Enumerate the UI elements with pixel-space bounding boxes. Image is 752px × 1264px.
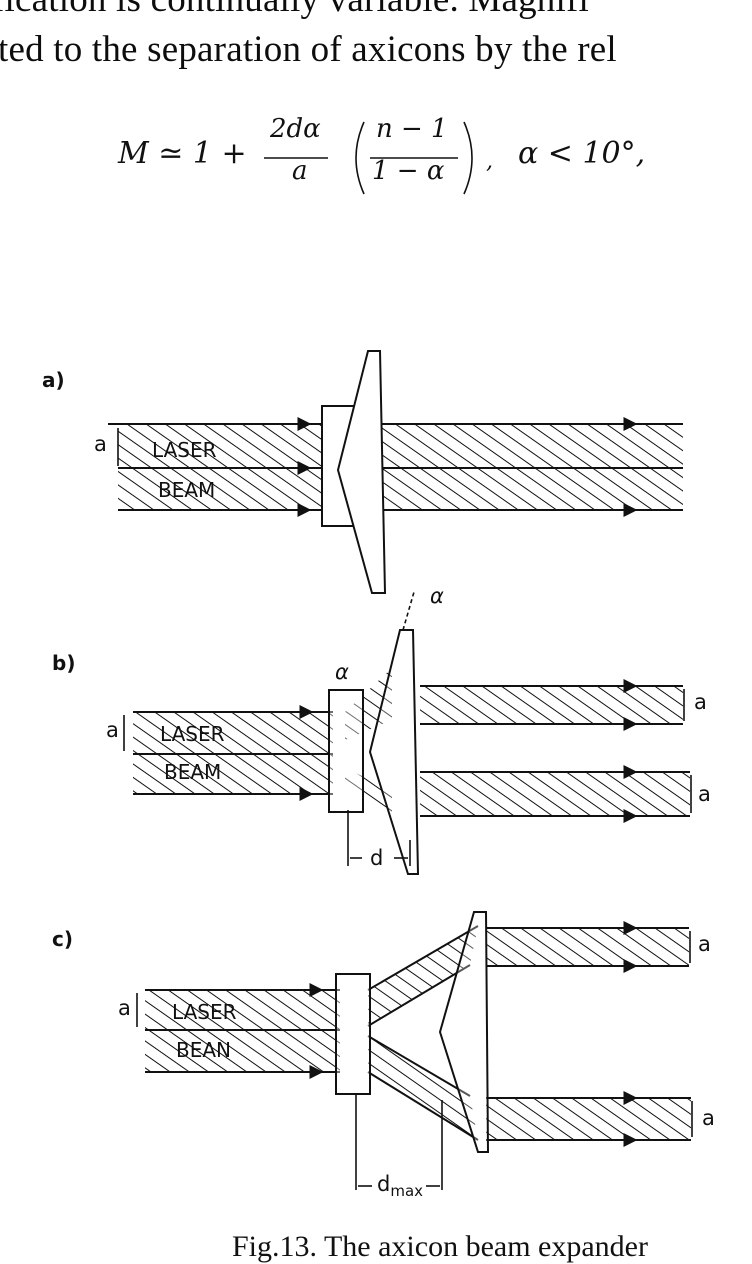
- panel-b-size-label: a: [106, 718, 119, 742]
- panel-c-beam-text-2: BEAN: [176, 1038, 231, 1062]
- panel-c-output-beam-upper: [486, 928, 689, 966]
- figure-caption: Fig.13. The axicon beam expander: [232, 1230, 648, 1263]
- panel-c-diagram: [136, 911, 693, 1190]
- panel-a-diagram: [108, 350, 683, 594]
- panel-c-diverge-lower: [368, 1036, 478, 1140]
- panel-b-angle-label-positive: α: [430, 584, 444, 608]
- equation-lhs: M ≃ 1 +: [118, 136, 247, 171]
- panel-b-beam-text-1: LASER: [160, 722, 225, 746]
- panel-b-negative-axicon: [328, 689, 364, 813]
- equation-condition: α < 10°,: [518, 136, 646, 171]
- paren-numerator: n − 1: [376, 114, 448, 144]
- fraction-denominator: a: [292, 156, 308, 186]
- fraction-numerator: 2dα: [270, 114, 321, 144]
- panel-c-diverge-upper: [368, 926, 478, 1026]
- panel-b-out-label-lower: a: [698, 782, 711, 806]
- panel-b-beam-text-2: BEAM: [164, 760, 222, 784]
- panel-b-angle-label-negative: α: [335, 660, 349, 684]
- right-paren: [463, 121, 473, 195]
- panel-a-beam-text-2: BEAM: [158, 478, 216, 502]
- panel-b-output-beam-upper: [420, 686, 683, 724]
- panel-a-label: a): [42, 368, 65, 392]
- panel-c-label: c): [52, 927, 73, 951]
- body-text-line-1: fication is continually variable. Magnif…: [0, 0, 589, 21]
- panel-a-size-label: a: [94, 432, 107, 456]
- magnification-equation: M ≃ 1 + 2dα a n − 1 1 − α α < 10°, ,: [118, 112, 678, 202]
- panel-c-size-label: a: [118, 996, 131, 1020]
- panel-c-output-beam-lower: [486, 1098, 691, 1140]
- left-paren: [355, 121, 365, 195]
- panel-a-positive-axicon: [336, 350, 387, 594]
- panel-b-label: b): [52, 651, 76, 675]
- panel-b-diverge-upper: [345, 668, 392, 740]
- panel-b-diverge-lower: [345, 768, 392, 820]
- panel-c-beam-text-1: LASER: [172, 1000, 237, 1024]
- panel-c-positive-axicon: [438, 911, 490, 1153]
- panel-b-output-beam-lower: [420, 772, 690, 816]
- panel-a-beam-text-1: LASER: [152, 438, 217, 462]
- panel-c-out-label-lower: a: [702, 1106, 715, 1130]
- panel-c-distance-label: dmax: [377, 1172, 423, 1200]
- panel-b-distance-label: d: [370, 846, 384, 870]
- panel-b-angle-dash: [402, 591, 415, 631]
- paren-denominator: 1 − α: [372, 156, 445, 186]
- panel-b-positive-axicon: [368, 629, 420, 875]
- panel-b-diagram: [123, 591, 692, 875]
- panel-c-out-label-upper: a: [698, 932, 711, 956]
- panel-c-distance-subscript: max: [390, 1182, 424, 1201]
- panel-c-negative-axicon: [335, 973, 371, 1095]
- equation-strokes: ,: [264, 121, 493, 195]
- body-text-line-2: ted to the separation of axicons by the …: [0, 29, 617, 70]
- comma: ,: [486, 149, 493, 174]
- panel-c-distance-letter: d: [377, 1172, 391, 1196]
- panel-b-out-label-upper: a: [694, 690, 707, 714]
